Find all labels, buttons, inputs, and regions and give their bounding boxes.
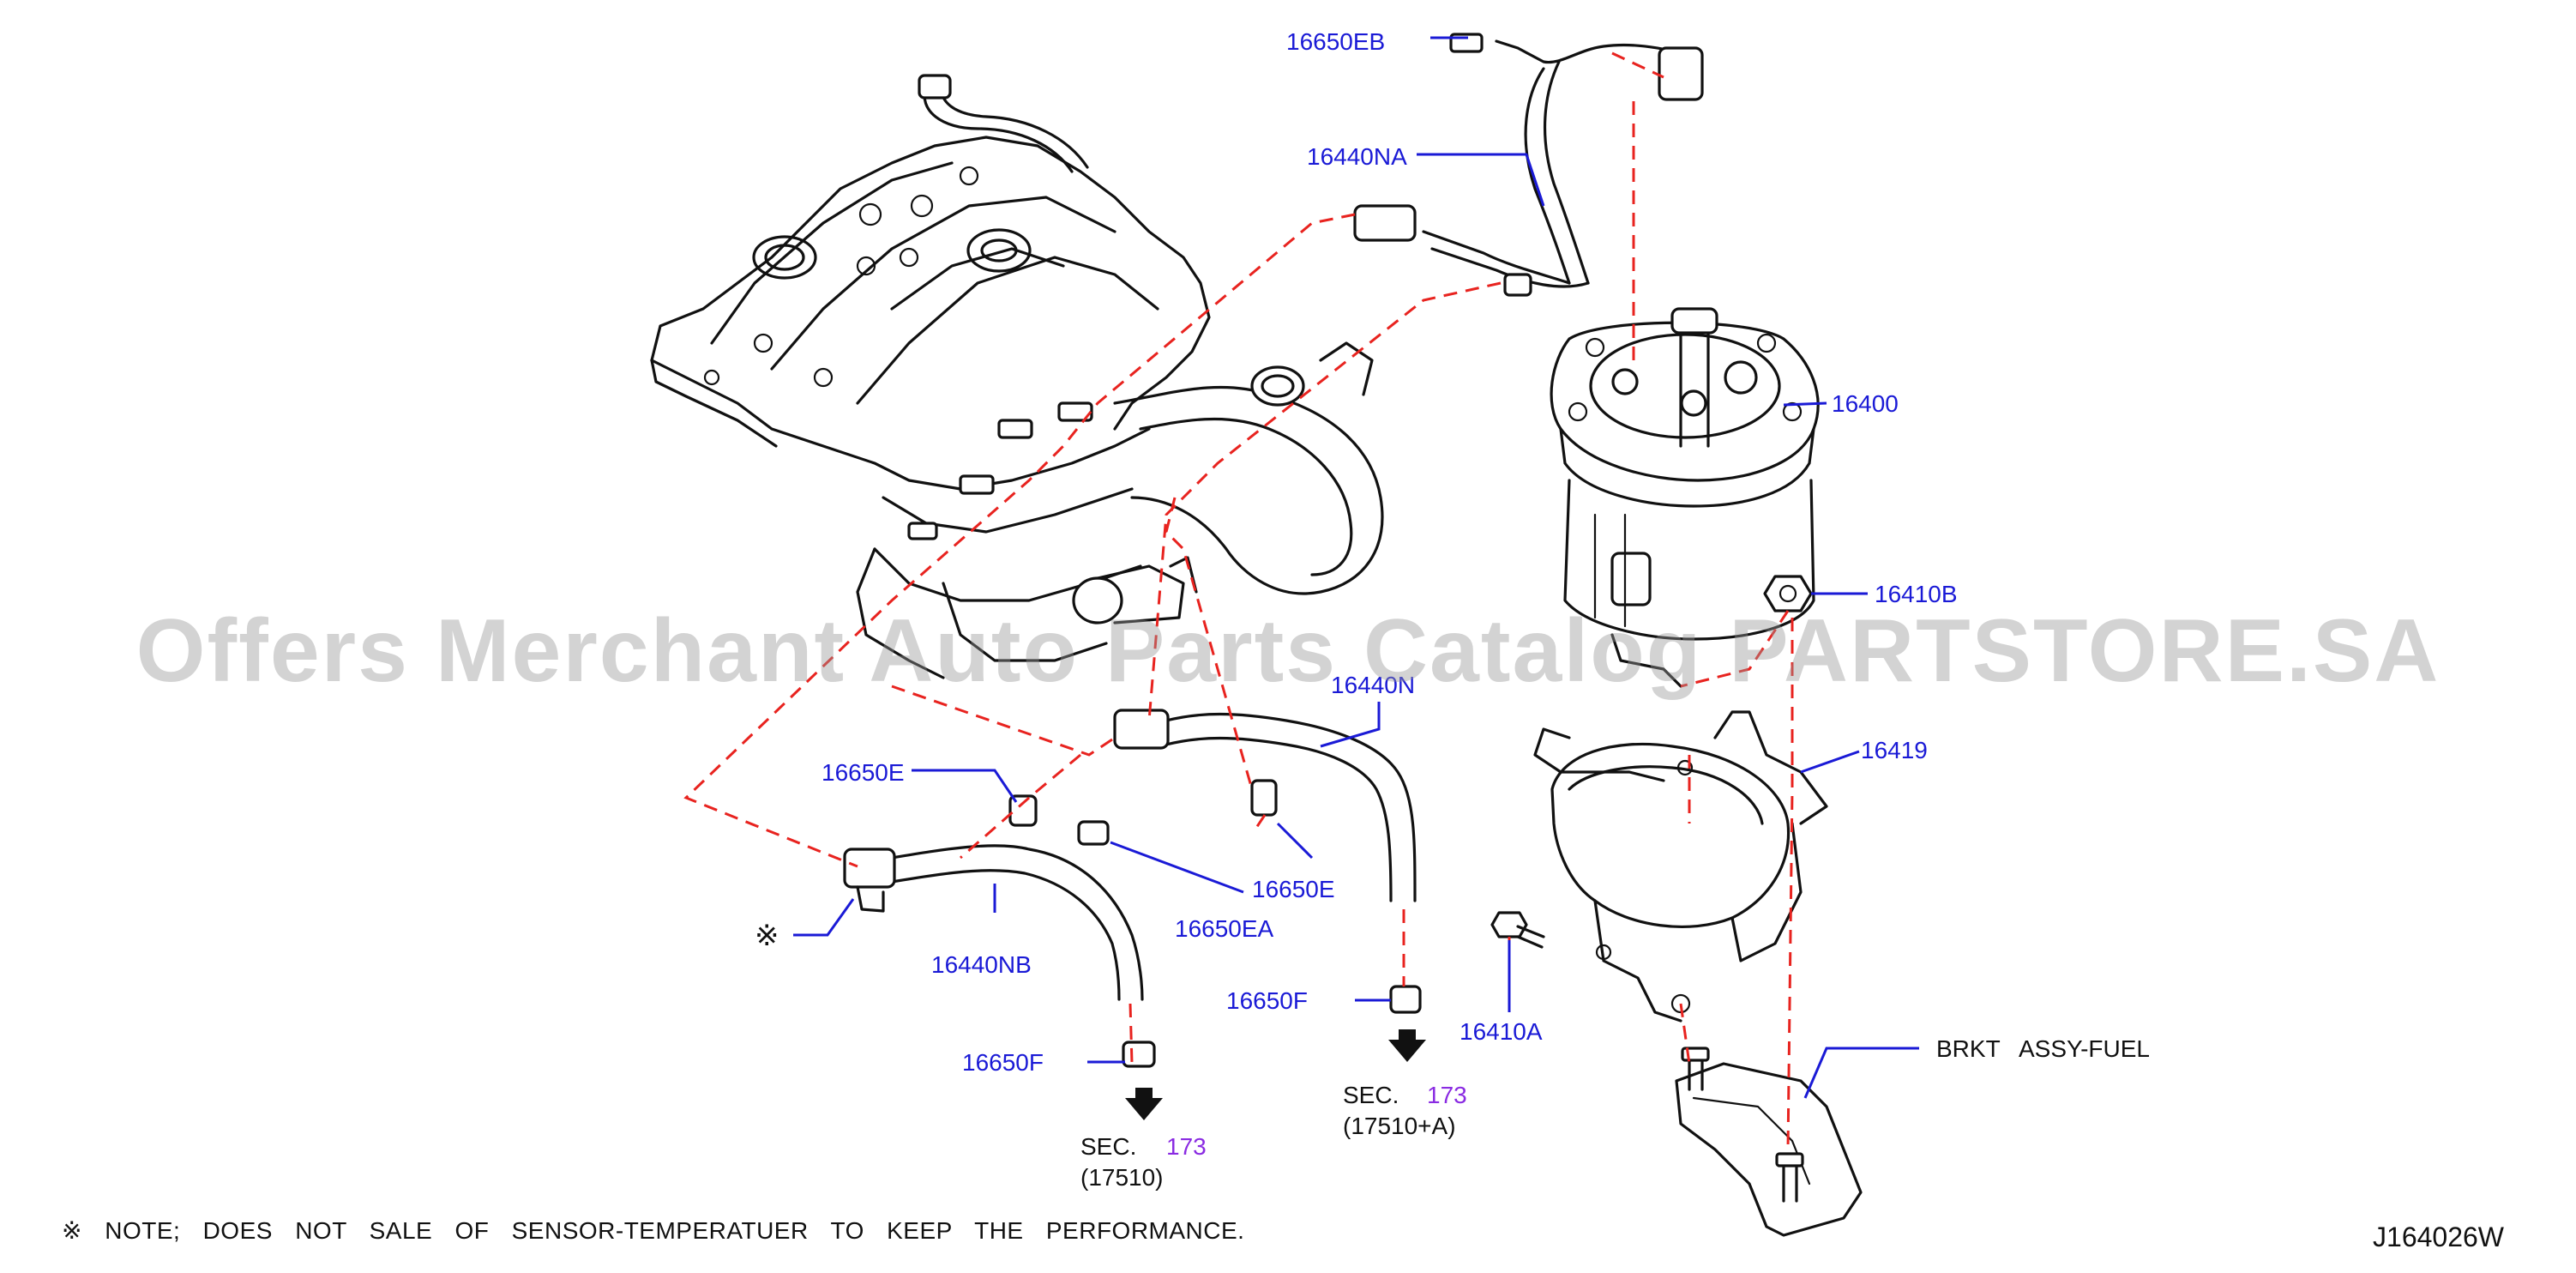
- section-ref-right[interactable]: SEC. 173 (17510+A): [1343, 1082, 1467, 1139]
- section-arrows: [1125, 1029, 1426, 1120]
- hoses-illustration: [843, 33, 1704, 1001]
- section-ref-left[interactable]: SEC. 173 (17510): [1080, 1133, 1207, 1191]
- label-16650E-left[interactable]: 16650E: [822, 759, 905, 786]
- label-16650EB[interactable]: 16650EB: [1286, 28, 1385, 55]
- sensor-note: ※ NOTE; DOES NOT SALE OF SENSOR-TEMPERAT…: [62, 1217, 1245, 1244]
- label-16440N[interactable]: 16440N: [1331, 672, 1415, 698]
- label-16400[interactable]: 16400: [1832, 390, 1899, 417]
- arrow-down-icon: [1388, 1029, 1426, 1062]
- label-16440NA[interactable]: 16440NA: [1307, 143, 1407, 170]
- label-16410A[interactable]: 16410A: [1460, 1018, 1543, 1045]
- section-prefix: SEC.: [1343, 1082, 1399, 1108]
- brkt-assy-fuel-illustration: [1675, 1047, 1863, 1237]
- diagram-code: J164026W: [2373, 1222, 2504, 1252]
- label-16410B[interactable]: 16410B: [1875, 581, 1958, 607]
- section-sub: (17510): [1080, 1164, 1164, 1191]
- sensor-mark: ※: [755, 920, 779, 952]
- arrow-down-icon: [1125, 1088, 1163, 1120]
- clips-illustration: [1008, 575, 1813, 1068]
- section-sub: (17510+A): [1343, 1113, 1456, 1139]
- section-number[interactable]: 173: [1166, 1133, 1207, 1160]
- label-brkt-assy-fuel[interactable]: BRKT ASSY-FUEL: [1936, 1035, 2150, 1062]
- assembly-guide-lines: [683, 51, 1794, 1150]
- leader-lines: [793, 36, 1919, 1099]
- label-16650EA[interactable]: 16650EA: [1175, 915, 1274, 942]
- engine-illustration: [650, 74, 1384, 679]
- fuel-filter-illustration: [1550, 307, 1820, 688]
- label-16650F-right[interactable]: 16650F: [1226, 987, 1308, 1014]
- section-prefix: SEC.: [1080, 1133, 1136, 1160]
- label-16650F-left[interactable]: 16650F: [962, 1049, 1044, 1076]
- label-16650E-right[interactable]: 16650E: [1252, 876, 1335, 902]
- label-16440NB[interactable]: 16440NB: [931, 951, 1032, 978]
- label-16419[interactable]: 16419: [1861, 737, 1928, 763]
- bracket-16419-illustration: [1533, 710, 1828, 1023]
- section-number[interactable]: 173: [1427, 1082, 1467, 1108]
